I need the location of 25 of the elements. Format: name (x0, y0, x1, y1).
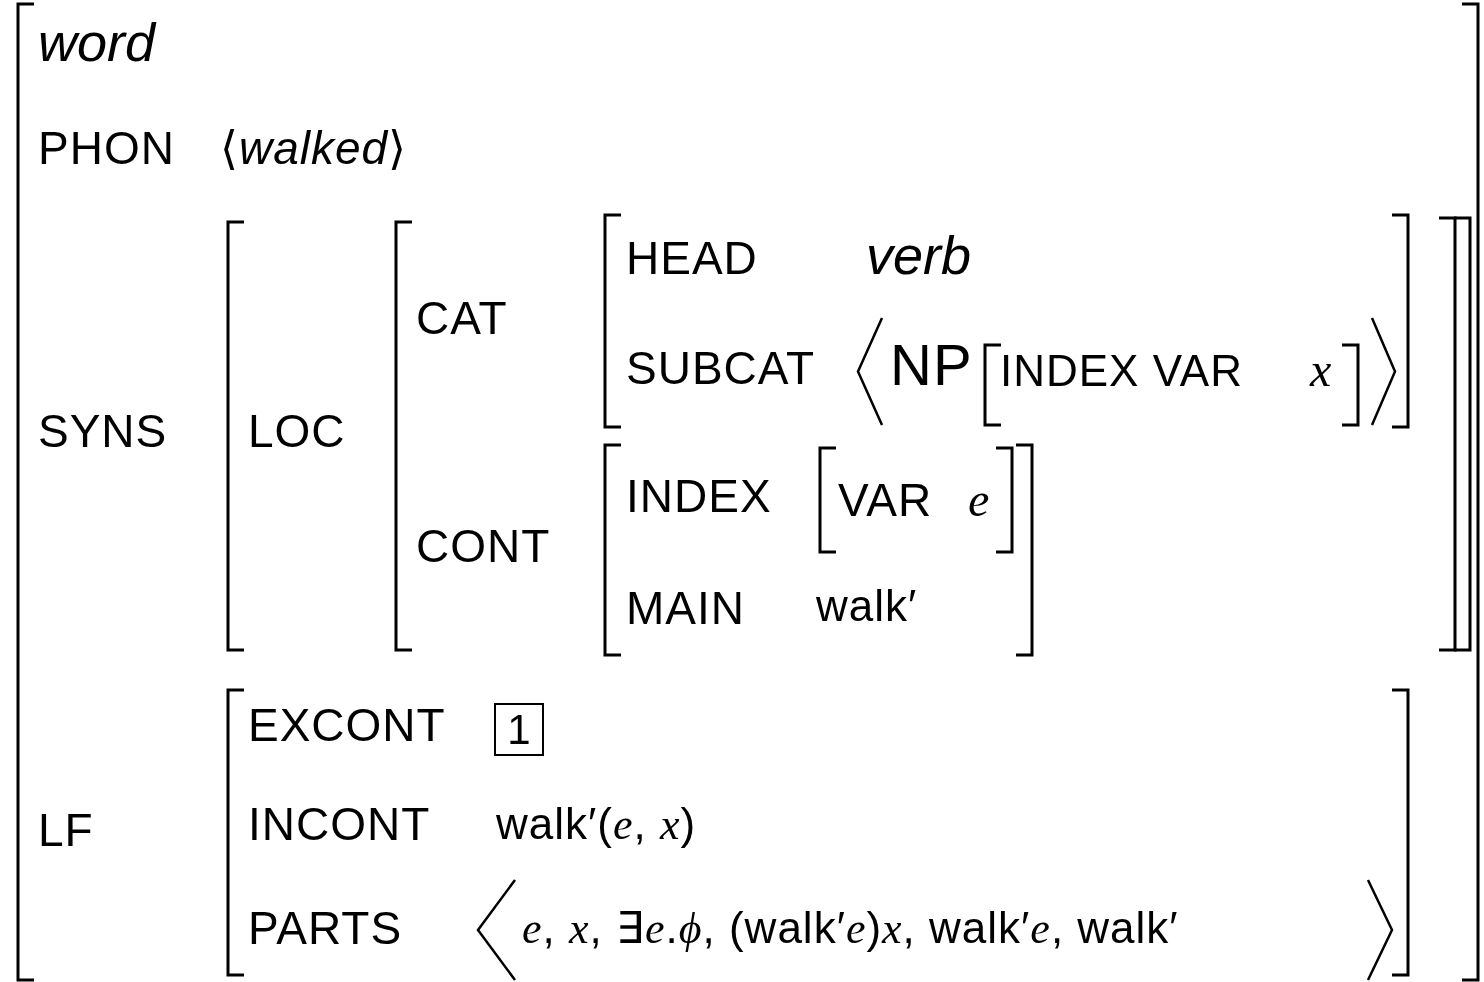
feature-name: CAT (416, 294, 508, 341)
feature-name: CONT (416, 522, 551, 569)
variable: e (968, 475, 990, 524)
feature-name: SUBCAT (626, 344, 816, 391)
constant: walk′ (816, 583, 918, 628)
feature-name: MAIN (626, 584, 745, 631)
feature-name: INDEX (626, 472, 772, 519)
category-symbol: NP (890, 336, 973, 395)
feature-name: PARTS (248, 904, 403, 951)
feature-name: HEAD (626, 234, 758, 281)
feature-path: INDEX VAR (1000, 348, 1243, 393)
feature-value: ⟨walked⟩ (220, 124, 408, 171)
feature-name: LF (38, 806, 94, 853)
feature-name: INCONT (248, 800, 431, 847)
feature-name: EXCONT (248, 701, 446, 748)
feature-name: LOC (248, 407, 346, 454)
feature-name: SYNS (38, 407, 168, 454)
term-list: e, x, ∃e.ϕ, (walk′e)x, walk′e, walk′ (522, 905, 1179, 951)
type-name: word (38, 15, 156, 70)
feature-name: PHON (38, 124, 175, 171)
logical-term: walk′(e, x) (496, 801, 697, 847)
variable: x (1310, 345, 1332, 394)
tag-box: 1 (494, 703, 544, 756)
feature-name: VAR (838, 476, 933, 523)
type-name: verb (866, 228, 972, 283)
